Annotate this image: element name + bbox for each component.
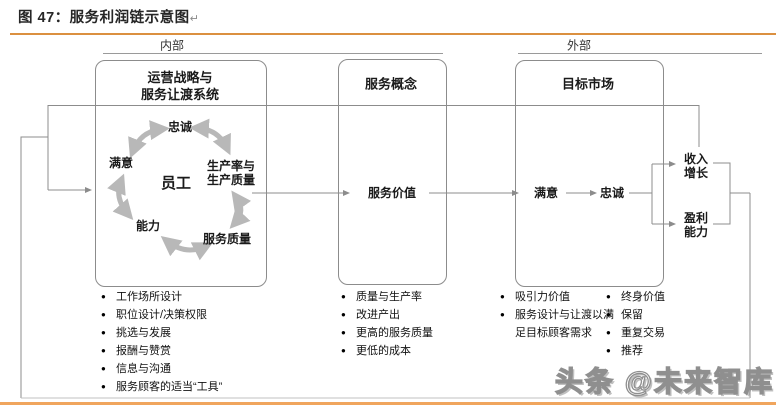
bullet-icon: ● (341, 346, 346, 355)
paragraph-mark-icon: ↵ (189, 13, 200, 25)
bullet-icon: ● (101, 382, 106, 391)
outcomes-bullet-list: ●终身价值 ●保留 ●重复交易 ●推荐 (606, 288, 716, 360)
cycle-arrow-icon (189, 118, 231, 156)
target-market-box (515, 60, 664, 287)
flow-node-loyalty: 忠诚 (599, 186, 625, 200)
bullet-icon: ● (101, 328, 106, 337)
revenue-growth-line2: 增长 (683, 166, 709, 180)
cycle-node-capability: 能力 (135, 219, 161, 233)
feedback-loop-lines (20, 105, 751, 399)
service-concept-bullet-list: ●质量与生产率 ●改进产出 ●更高的服务质量 ●更低的成本 (341, 288, 491, 360)
cycle-node-satisfaction: 满意 (108, 156, 134, 170)
profitability-line1: 盈利 (683, 211, 709, 225)
top-feedback-line (47, 105, 700, 190)
list-item: ●报酬与赞赏 (101, 342, 296, 360)
watermark: 头条 @未来智库 (554, 365, 774, 397)
list-item: ●信息与沟通 (101, 360, 296, 378)
bullet-icon: ● (341, 292, 346, 301)
bullet-icon: ● (101, 346, 106, 355)
cycle-arrow-icon (229, 190, 252, 229)
cycle-arrow-icon (160, 236, 214, 261)
target-market-box-title: 目标市场 (561, 76, 615, 92)
flow-node-service-value: 服务价值 (367, 186, 417, 200)
cycle-node-service-quality: 服务质量 (202, 232, 252, 246)
region-label-internal: 内部 (159, 38, 185, 53)
bullet-icon: ● (101, 310, 106, 319)
list-item: ●服务设计与让渡以满足目标顾客需求 (500, 306, 617, 342)
bullet-icon: ● (101, 364, 106, 373)
region-label-external: 外部 (566, 38, 592, 53)
bullet-icon: ● (606, 328, 611, 337)
flow-connectors (252, 161, 750, 227)
list-item: ●质量与生产率 (341, 288, 491, 306)
bullet-icon: ● (500, 310, 505, 319)
flow-node-profitability: 盈利 能力 (684, 211, 708, 239)
list-item: ●改进产出 (341, 306, 491, 324)
cycle-arrow-icon (107, 173, 134, 221)
operations-box-title: 运营战略与 服务让渡系统 (110, 69, 250, 103)
operations-title-line2: 服务让渡系统 (140, 87, 219, 102)
bullet-icon: ● (341, 328, 346, 337)
profitability-line2: 能力 (683, 225, 709, 239)
right-join-bracket (713, 162, 731, 225)
productivity-line1: 生产率与 (206, 159, 256, 173)
list-item: ●挑选与发展 (101, 324, 296, 342)
flow-node-revenue-growth: 收入 增长 (684, 152, 708, 180)
figure-title-text: 图 47：服务利润链示意图 (18, 10, 190, 26)
operations-bullet-list: ●工作场所设计 ●职位设计/决策权限 ●挑选与发展 ●报酬与赞赏 ●信息与沟通 … (101, 288, 296, 396)
bullet-icon: ● (606, 292, 611, 301)
list-item: ●终身价值 (606, 288, 716, 306)
cycle-node-productivity: 生产率与 生产质量 (207, 159, 255, 187)
list-item: ●推荐 (606, 342, 716, 360)
flow-node-satisfaction: 满意 (533, 186, 559, 200)
operations-box (95, 60, 267, 287)
employee-cycle-arrows (107, 118, 252, 261)
service-concept-box (338, 59, 447, 285)
left-feedback-line (20, 136, 48, 398)
list-item: ●重复交易 (606, 324, 716, 342)
list-item: ●工作场所设计 (101, 288, 296, 306)
bullet-icon: ● (606, 310, 611, 319)
operations-title-line1: 运营战略与 (147, 70, 213, 85)
bullet-icon: ● (606, 346, 611, 355)
list-item: ●更高的服务质量 (341, 324, 491, 342)
bottom-orange-rule (0, 402, 776, 405)
list-item: ●职位设计/决策权限 (101, 306, 296, 324)
cycle-node-loyalty: 忠诚 (167, 120, 193, 134)
productivity-line2: 生产质量 (206, 173, 256, 187)
bullet-icon: ● (341, 310, 346, 319)
list-item: ●更低的成本 (341, 342, 491, 360)
service-concept-box-title: 服务概念 (364, 76, 418, 92)
top-orange-rule (10, 33, 776, 35)
list-item: ●保留 (606, 306, 716, 324)
list-item: ●吸引力价值 (500, 288, 617, 306)
cycle-arrow-icon (128, 120, 170, 159)
list-item: ●服务顾客的适当“工具” (101, 378, 296, 396)
bullet-icon: ● (500, 292, 505, 301)
revenue-growth-line1: 收入 (683, 152, 709, 166)
bullet-icon: ● (101, 292, 106, 301)
figure-title: 图 47：服务利润链示意图↵ (18, 6, 199, 27)
target-market-bullet-list: ●吸引力价值 ●服务设计与让渡以满足目标顾客需求 (500, 288, 617, 342)
cycle-center-employee: 员工 (160, 175, 192, 192)
